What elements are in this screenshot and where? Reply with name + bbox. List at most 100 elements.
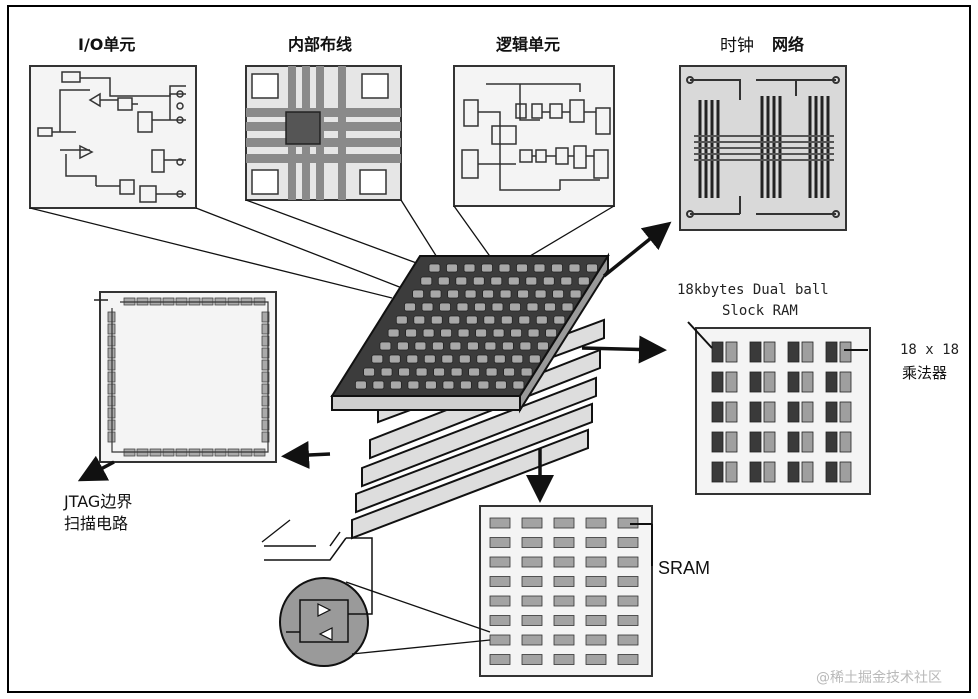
sram-cell — [553, 576, 575, 587]
logic-cell — [412, 289, 425, 299]
logic-cell — [413, 315, 426, 325]
bram-multiplier-panel — [695, 327, 871, 495]
sram-cell — [489, 517, 511, 529]
jtag-panel — [94, 291, 277, 463]
sram-cell — [617, 634, 639, 646]
sram-cell — [617, 654, 639, 665]
logic-cell — [455, 276, 468, 286]
logic-cell — [525, 276, 538, 286]
logic-cell — [491, 302, 504, 312]
io-unit-label: I/O单元 — [78, 35, 136, 54]
logic-cell — [463, 263, 476, 273]
jtag-label-line2: 扫描电路 — [64, 514, 129, 533]
logic-cell — [449, 341, 462, 351]
bram-block — [825, 401, 838, 423]
logic-cell — [407, 380, 420, 390]
logic-cell — [354, 380, 367, 390]
multiplier-block — [763, 461, 776, 483]
multiplier-block — [725, 371, 738, 393]
logic-cell — [459, 380, 472, 390]
sram-cell — [585, 537, 607, 548]
sram-cell — [521, 556, 543, 568]
logic-cell — [474, 302, 486, 312]
logic-unit-label: 逻辑单元 — [496, 35, 561, 54]
multiplier-block — [725, 431, 738, 453]
logic-cell — [396, 341, 409, 351]
logic-cell — [423, 354, 436, 364]
jtag-cell — [261, 311, 270, 323]
logic-cell — [466, 341, 479, 351]
sram-cell — [617, 576, 639, 587]
sram-cell — [617, 615, 639, 626]
clock-net-label-2: 网络 — [772, 35, 805, 54]
logic-cell — [517, 289, 529, 299]
jtag-cell — [261, 323, 270, 335]
logic-cell — [430, 315, 443, 325]
logic-cell — [577, 276, 590, 286]
bram-block — [711, 431, 724, 453]
logic-cell — [484, 341, 497, 351]
logic-cell — [405, 328, 418, 338]
jtag-scan-chain — [111, 301, 269, 453]
logic-cell — [389, 380, 402, 390]
logic-cell — [440, 328, 453, 338]
logic-cell — [498, 263, 511, 273]
sram-cell — [489, 595, 511, 607]
multiplier-label-line1: 18 x 18 — [900, 342, 960, 358]
bram-label-line1: 18kbytes Dual ball — [677, 282, 829, 298]
logic-cell — [468, 367, 481, 377]
logic-cell — [481, 263, 493, 273]
sram-panel — [479, 505, 653, 677]
multiplier-block — [763, 371, 776, 393]
sram-cell — [553, 595, 575, 607]
bram-block — [825, 461, 838, 483]
sram-label: SRAM — [658, 558, 711, 578]
logic-cell — [485, 367, 498, 377]
bram-block — [711, 341, 724, 363]
bram-block — [711, 371, 724, 393]
bram-block — [787, 371, 800, 393]
logic-cell — [363, 367, 376, 377]
internal-routing-panel — [245, 65, 402, 201]
bram-block — [825, 431, 838, 453]
jtag-cell — [261, 359, 270, 371]
logic-cell — [414, 341, 427, 351]
logic-cell — [501, 341, 514, 351]
logic-cell — [553, 315, 566, 325]
logic-cell — [442, 380, 455, 390]
sram-cell — [521, 517, 543, 529]
logic-cell — [372, 380, 385, 390]
logic-cell — [429, 289, 442, 299]
logic-cell — [395, 315, 408, 325]
logic-cell — [500, 315, 513, 325]
sram-cell — [521, 576, 543, 587]
logic-cell — [477, 380, 490, 390]
logic-cell — [552, 289, 564, 299]
logic-cell — [450, 367, 463, 377]
sram-cell — [585, 517, 607, 529]
logic-cell — [422, 328, 435, 338]
multiplier-block — [801, 371, 814, 393]
jtag-cell — [261, 335, 270, 347]
logic-cell — [528, 354, 541, 364]
bram-block — [749, 401, 762, 423]
bram-block — [825, 371, 838, 393]
sram-cell — [489, 615, 511, 626]
logic-cell — [507, 276, 520, 286]
multiplier-block — [839, 461, 852, 483]
pointer-lines — [630, 321, 868, 566]
jtag-cell — [261, 347, 270, 359]
multiplier-label-line2: 乘法器 — [902, 364, 948, 382]
logic-cell — [475, 328, 488, 338]
sram-cell — [585, 654, 607, 665]
logic-cell — [379, 341, 392, 351]
logic-cell — [464, 289, 477, 299]
logic-cell — [483, 315, 496, 325]
bram-block — [749, 431, 762, 453]
sram-cell — [553, 517, 575, 529]
sram-cell-detail — [264, 531, 491, 667]
jtag-cell — [261, 431, 270, 443]
sram-cell — [553, 615, 575, 626]
logic-cell — [561, 302, 574, 312]
logic-cell — [457, 328, 470, 338]
